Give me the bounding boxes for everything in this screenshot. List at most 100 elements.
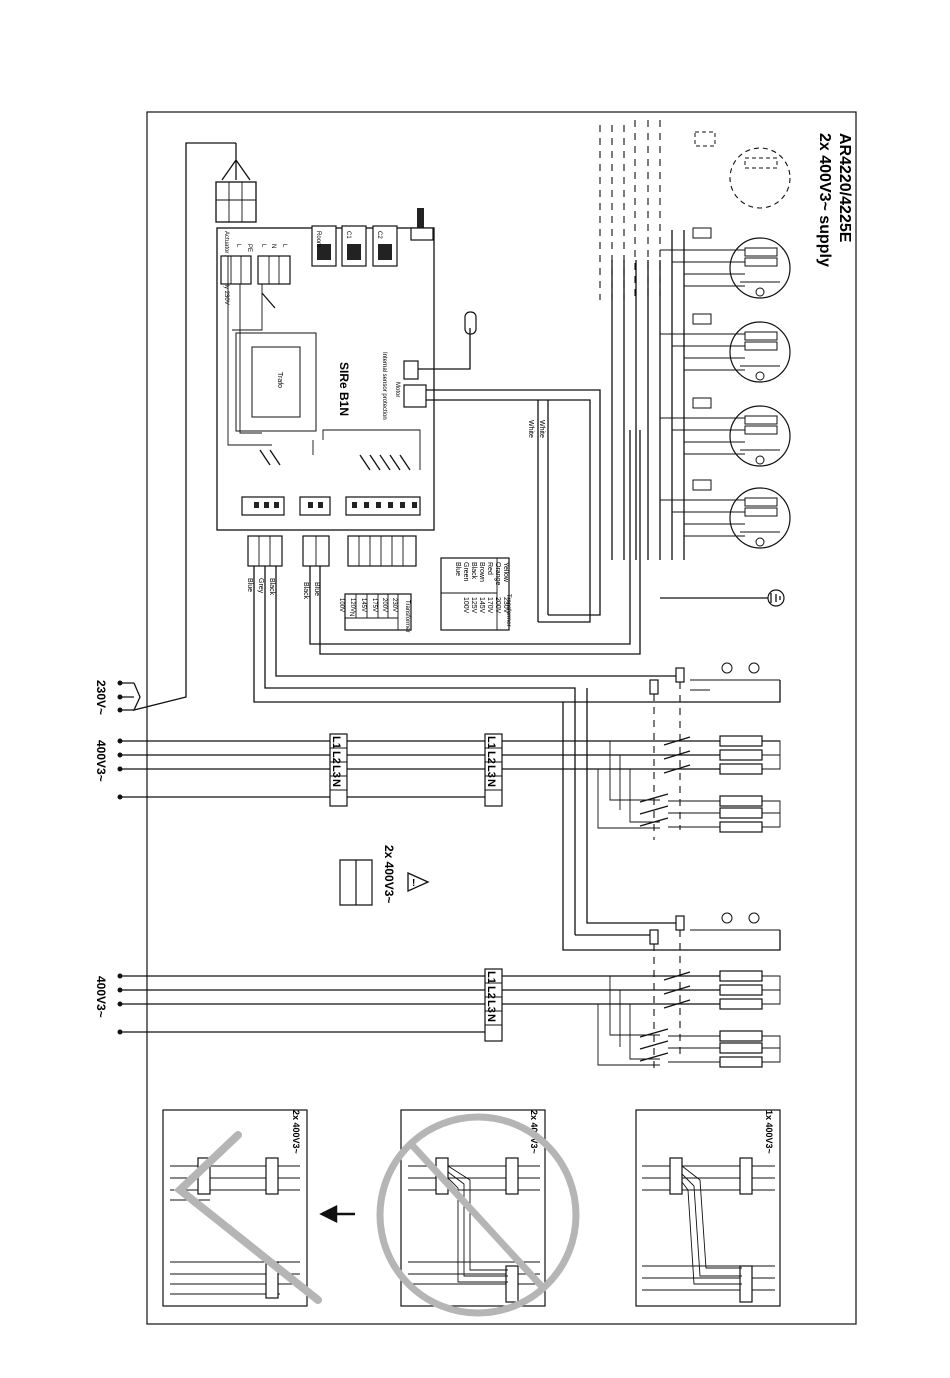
transformer-title: Transformer: [505, 594, 511, 626]
panel-single: [635, 1109, 781, 1307]
warning-label: 2x 400V3~: [382, 845, 396, 903]
port-label-c2: C2: [376, 231, 382, 239]
model-title: AR4220/4225E: [836, 133, 853, 243]
tvolt-100: 100V: [462, 597, 469, 614]
tb1b-l1: L1: [485, 736, 497, 749]
prohibited-sign: [376, 1113, 580, 1317]
transformer-color-table: [440, 557, 510, 631]
out-val-145: 145V: [360, 598, 366, 612]
tb2-n: N: [485, 1014, 497, 1022]
ext-terminal-transformer: [347, 535, 417, 567]
tcolor-black: Black: [470, 562, 477, 580]
tvolt-125: 125V: [470, 597, 477, 614]
supply-title: 2x 400V3~ supply: [816, 133, 833, 267]
heater-group-4: [660, 479, 791, 549]
out-val-175: 175V: [371, 598, 377, 612]
tcolor-green: Green: [462, 562, 469, 582]
tcolor-red: Red: [486, 562, 493, 575]
controller-name: SIRe B1N: [337, 362, 351, 416]
board-out-connector-1: [241, 496, 285, 516]
wire-label-grey: Grey: [257, 578, 264, 594]
ext-terminal-fan: [302, 535, 330, 567]
panel-correct: [162, 1109, 308, 1307]
term-label-l1: L: [235, 244, 241, 248]
trafo-outer: [235, 332, 317, 432]
heater-group-2: [660, 313, 791, 383]
warning-icon: !: [407, 871, 430, 893]
check-mark: [173, 1131, 322, 1304]
tvolt-230: 230V: [502, 597, 509, 614]
port-label-room: Room: [315, 231, 321, 247]
external-sensor: [464, 311, 477, 335]
wire-label-black: Black: [268, 578, 275, 596]
tcolor-brown: Brown: [478, 562, 485, 582]
port-c2: [372, 225, 398, 267]
fan-wire-black: Black: [302, 582, 309, 600]
arrow-icon: [319, 1204, 355, 1224]
tb1a-l2: L2: [330, 751, 342, 764]
prohibited-slash: [409, 1142, 548, 1293]
supply-400-2-lines: [117, 973, 720, 1035]
tcolor-orange: Orange: [494, 562, 501, 585]
motor-label: Motor: [394, 382, 400, 397]
supply-230-label: 230V~: [94, 680, 108, 715]
tvolt-200: 200V: [494, 597, 501, 614]
trafo-label: Trafo: [276, 372, 283, 388]
board-out-connector-2: [299, 496, 331, 516]
term-label-l3: L: [281, 244, 287, 248]
supply-400-1-lines: [117, 738, 780, 800]
out-val-230: 230V: [391, 598, 397, 612]
port-c1: [341, 225, 367, 267]
white-wire-1: White: [538, 420, 545, 438]
ground-symbol: [767, 589, 785, 607]
ext-terminal-supply: [247, 535, 283, 567]
tb1b-l3: L3: [485, 765, 497, 778]
panel-single-title: 1x 400V3~: [764, 1110, 774, 1154]
out-n-label: N: [348, 612, 354, 616]
out-transformer-table: [344, 593, 412, 631]
heater-group-dashed: [694, 131, 791, 209]
terminal-block-1b: [484, 733, 503, 807]
out-val-200: 200V: [381, 598, 387, 612]
white-wire-2: White: [527, 420, 534, 438]
internal-sensor-connector: [403, 360, 419, 380]
tcolor-yellow: Yellow: [502, 562, 509, 583]
trafo-inner: [251, 346, 301, 418]
out-transformer-title: Transformer: [404, 600, 410, 632]
motor-connector: [403, 384, 427, 408]
tb2-l2: L2: [485, 986, 497, 999]
tb1a-l1: L1: [330, 736, 342, 749]
panel-correct-title: 2x 400V3~: [291, 1110, 301, 1154]
manual-book-icon: [339, 859, 373, 906]
term-label-l2: L: [260, 244, 266, 248]
out-val-100: 100V: [338, 598, 344, 612]
top-terminal-block-right: [257, 255, 291, 285]
board-out-connector-3: [345, 496, 421, 516]
port-room: [311, 225, 337, 267]
tb2-l3: L3: [485, 1000, 497, 1013]
heater-group-3: [660, 397, 791, 467]
tvolt-145: 145V: [478, 597, 485, 614]
port-label-c1: C1: [345, 231, 351, 239]
supply-400-2-label: 400V3~: [94, 976, 108, 1018]
term-label-n: N: [270, 244, 276, 248]
term-label-pe: PE: [246, 244, 252, 252]
top-terminal-block-left: [220, 255, 252, 285]
tvolt-170: 170V: [486, 597, 493, 614]
tb1b-n: N: [485, 779, 497, 787]
internal-sensor-label: Internal sensor protection: [381, 352, 387, 420]
contactor-section-1: [597, 662, 781, 840]
tb1b-l2: L2: [485, 751, 497, 764]
heater-group-1: [660, 227, 791, 299]
tb1a-n: N: [330, 779, 342, 787]
terminal-block-2: [484, 968, 503, 1042]
tb1a-l3: L3: [330, 765, 342, 778]
out-val-120: 120V: [349, 598, 355, 612]
tcolor-blue: Blue: [454, 562, 461, 576]
tb2-l1: L1: [485, 971, 497, 984]
supply-400-1-label: 400V3~: [94, 740, 108, 782]
terminal-block-1a: [329, 733, 348, 807]
svg-text:!: !: [412, 878, 415, 889]
plug-connector: [215, 181, 257, 223]
